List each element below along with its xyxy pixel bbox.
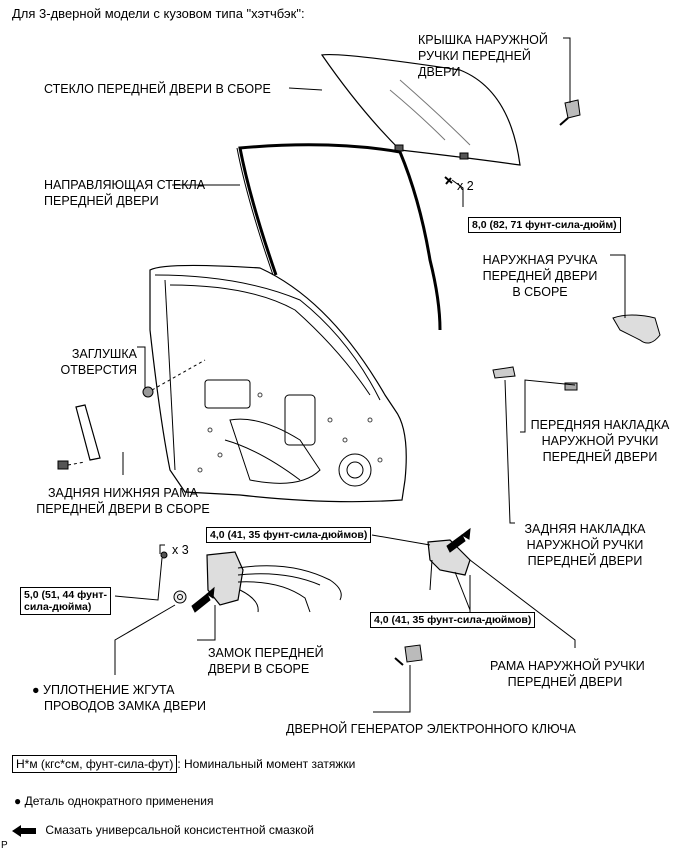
legend-grease-text: Смазать универсальной консистентной смаз… (45, 823, 314, 837)
label-rear-frame: ЗАДНЯЯ НИЖНЯЯ РАМА ПЕРЕДНЕЙ ДВЕРИ В СБОР… (28, 485, 218, 517)
front-pad-shape (564, 382, 578, 391)
grease-arrow-icon (12, 824, 36, 837)
label-front-pad: ПЕРЕДНЯЯ НАКЛАДКА НАРУЖНОЙ РУЧКИ ПЕРЕДНЕ… (525, 417, 675, 465)
label-outer-handle-line2: ПЕРЕДНЕЙ ДВЕРИ (482, 269, 598, 283)
label-seal-line1: ● УПЛОТНЕНИЕ ЖГУТА (32, 683, 175, 697)
label-rear-frame-line1: ЗАДНЯЯ НИЖНЯЯ РАМА (47, 486, 199, 500)
grease-arrow-frame (446, 534, 466, 553)
label-front-pad-line3: ПЕРЕДНЕЙ ДВЕРИ (542, 450, 658, 464)
torque-glass-bolts: 8,0 (82, 71 фунт-сила-дюйм) (468, 217, 621, 233)
torque-lock-screws: 5,0 (51, 44 фунт- сила-дюйма) (20, 587, 111, 615)
label-outer-handle-line3: В СБОРЕ (512, 285, 568, 299)
label-handle-cover: КРЫШКА НАРУЖНОЙ РУЧКИ ПЕРЕДНЕЙ ДВЕРИ (418, 32, 548, 80)
handle-frame-shape (427, 539, 471, 576)
label-rear-pad-line3: ПЕРЕДНЕЙ ДВЕРИ (527, 554, 643, 568)
label-seal: ● УПЛОТНЕНИЕ ЖГУТА ПРОВОДОВ ЗАМКА ДВЕРИ (32, 682, 206, 714)
legend-torque: Н*м (кгс*см, фунт-сила-фут): Номинальный… (12, 755, 356, 773)
label-seal-line2: ПРОВОДОВ ЗАМКА ДВЕРИ (44, 699, 206, 713)
handle-cover-shape (564, 99, 581, 119)
label-outer-handle: НАРУЖНАЯ РУЧКА ПЕРЕДНЕЙ ДВЕРИ В СБОРЕ (470, 252, 610, 300)
rear-lower-frame-shape (75, 404, 101, 461)
label-front-pad-line2: НАРУЖНОЙ РУЧКИ (541, 434, 659, 448)
label-glass-run: НАПРАВЛЯЮЩАЯ СТЕКЛА ПЕРЕДНЕЙ ДВЕРИ (44, 177, 205, 209)
label-glass-run-line1: НАПРАВЛЯЮЩАЯ СТЕКЛА (44, 178, 206, 192)
label-rear-frame-line2: ПЕРЕДНЕЙ ДВЕРИ В СБОРЕ (36, 502, 210, 516)
grease-arrow-lock (191, 593, 211, 613)
torque-handle-frame-bottom: 4,0 (41, 35 фунт-сила-дюймов) (370, 612, 536, 628)
label-hole-plug: ЗАГЛУШКА ОТВЕРСТИЯ (40, 346, 138, 378)
door-glass-shape (320, 53, 521, 166)
door-lock-shape (206, 551, 244, 606)
label-handle-frame-line2: ПЕРЕДНЕЙ ДВЕРИ (507, 675, 623, 689)
legend-once: ● Деталь однократного применения (14, 794, 214, 808)
header-title: Для 3-дверной модели с кузовом типа "хэт… (12, 6, 305, 21)
label-hole-plug-line1: ЗАГЛУШКА (71, 347, 137, 361)
label-rear-pad-line1: ЗАДНЯЯ НАКЛАДКА (524, 522, 646, 536)
label-x3: x 3 (172, 543, 189, 557)
label-lock-line1: ЗАМОК ПЕРЕДНЕЙ (208, 646, 324, 660)
torque-lock-screws-line1: 5,0 (51, 44 фунт- (24, 589, 107, 601)
label-rear-pad: ЗАДНЯЯ НАКЛАДКА НАРУЖНОЙ РУЧКИ ПЕРЕДНЕЙ … (510, 521, 660, 569)
glass-run-shape (238, 143, 442, 331)
label-handle-frame: РАМА НАРУЖНОЙ РУЧКИ ПЕРЕДНЕЙ ДВЕРИ (490, 658, 645, 690)
label-outer-handle-line1: НАРУЖНАЯ РУЧКА (482, 253, 598, 267)
torque-lock-screws-line2: сила-дюйма) (24, 601, 92, 613)
door-panel-shape (149, 264, 407, 503)
label-rear-pad-line2: НАРУЖНОЙ РУЧКИ (526, 538, 644, 552)
torque-handle-frame-top: 4,0 (41, 35 фунт-сила-дюймов) (206, 527, 372, 543)
label-x2: x 2 (457, 179, 474, 193)
label-lock: ЗАМОК ПЕРЕДНЕЙ ДВЕРИ В СБОРЕ (208, 645, 324, 677)
label-front-pad-line1: ПЕРЕДНЯЯ НАКЛАДКА (530, 418, 670, 432)
label-glass-run-line2: ПЕРЕДНЕЙ ДВЕРИ (44, 194, 159, 208)
outer-handle-shape (612, 314, 661, 344)
label-hole-plug-line2: ОТВЕРСТИЯ (60, 363, 138, 377)
legend-unit-text: : Номинальный момент затяжки (177, 757, 356, 771)
seal-shape (173, 590, 187, 604)
legend-grease: Смазать универсальной консистентной смаз… (12, 823, 314, 837)
label-handle-frame-line1: РАМА НАРУЖНОЙ РУЧКИ (490, 659, 645, 673)
generator-shape (404, 644, 423, 663)
label-glass: СТЕКЛО ПЕРЕДНЕЙ ДВЕРИ В СБОРЕ (44, 82, 271, 96)
label-lock-line2: ДВЕРИ В СБОРЕ (208, 662, 310, 676)
label-handle-cover-line2: РУЧКИ ПЕРЕДНЕЙ (418, 49, 531, 63)
legend-unit-box: Н*м (кгс*см, фунт-сила-фут) (12, 755, 178, 773)
hole-plug-shape (142, 386, 154, 398)
footer-mark: P (1, 840, 8, 851)
rear-pad-shape (492, 366, 516, 379)
label-handle-cover-line1: КРЫШКА НАРУЖНОЙ (418, 33, 548, 47)
label-handle-cover-line3: ДВЕРИ (418, 65, 461, 79)
label-generator: ДВЕРНОЙ ГЕНЕРАТОР ЭЛЕКТРОННОГО КЛЮЧА (286, 722, 576, 736)
